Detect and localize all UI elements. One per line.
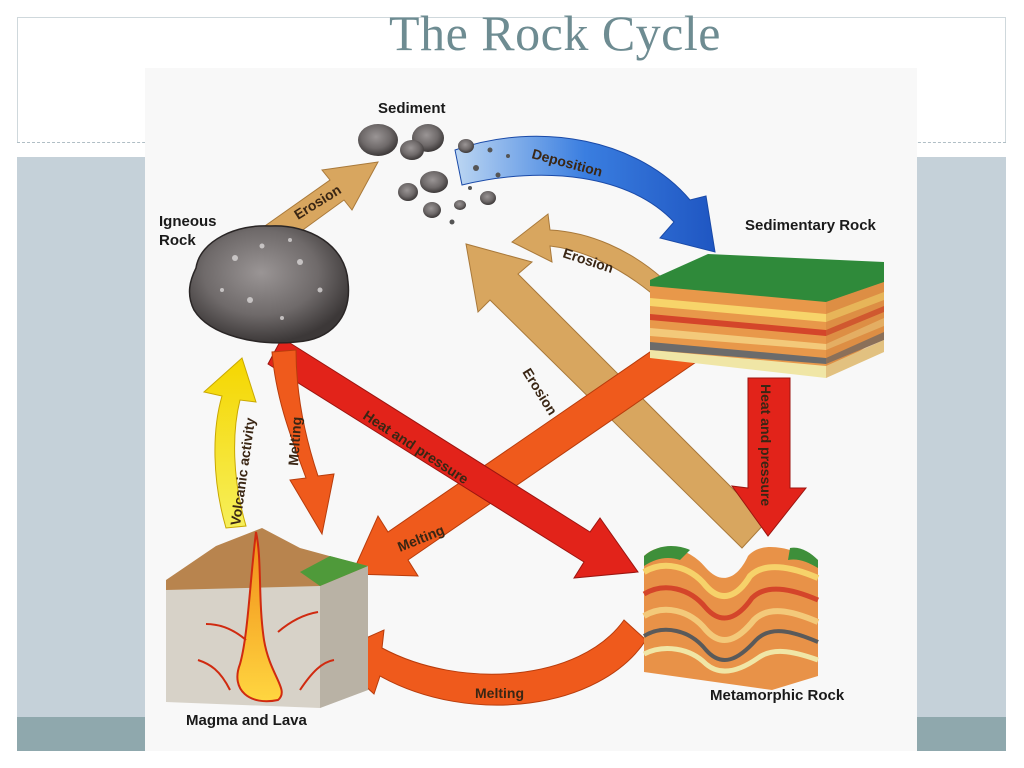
slide-frame xyxy=(17,17,1006,143)
sediment-pebbles xyxy=(358,124,510,225)
label-igneous-line2: Rock xyxy=(159,232,196,249)
label-igneous-line1: Igneous xyxy=(159,213,217,230)
label-melting-metamorphic: Melting xyxy=(475,685,524,701)
melting-arrow-igneous xyxy=(271,349,335,536)
heat-pressure-arrow-sedimentary xyxy=(730,377,808,537)
erosion-arrow-sedimentary xyxy=(511,213,663,293)
footer-band-right xyxy=(917,717,1006,751)
label-magma: Magma and Lava xyxy=(186,712,308,729)
heat-pressure-arrow-igneous xyxy=(267,337,639,579)
side-band-right xyxy=(917,157,1006,717)
igneous-rock xyxy=(188,225,350,344)
footer-band-left xyxy=(17,717,145,751)
label-sediment: Sediment xyxy=(378,100,446,117)
magma-lava-block xyxy=(166,528,368,708)
label-metamorphic: Metamorphic Rock xyxy=(710,687,845,704)
melting-arrow-sedimentary xyxy=(351,329,703,577)
metamorphic-rock-block xyxy=(642,546,820,690)
side-band-left xyxy=(17,157,145,717)
label-heat-pressure-sedimentary: Heat and pressure xyxy=(758,384,774,506)
deposition-arrow xyxy=(454,135,716,253)
sedimentary-rock-block xyxy=(650,254,884,378)
volcanic-activity-arrow xyxy=(202,357,257,529)
page-title: The Rock Cycle xyxy=(389,5,721,61)
label-erosion-metamorphic: Erosion xyxy=(519,365,560,418)
label-melting-igneous: Melting xyxy=(285,416,304,466)
igneous-rock-speckles xyxy=(220,238,323,320)
label-sedimentary: Sedimentary Rock xyxy=(745,217,877,234)
